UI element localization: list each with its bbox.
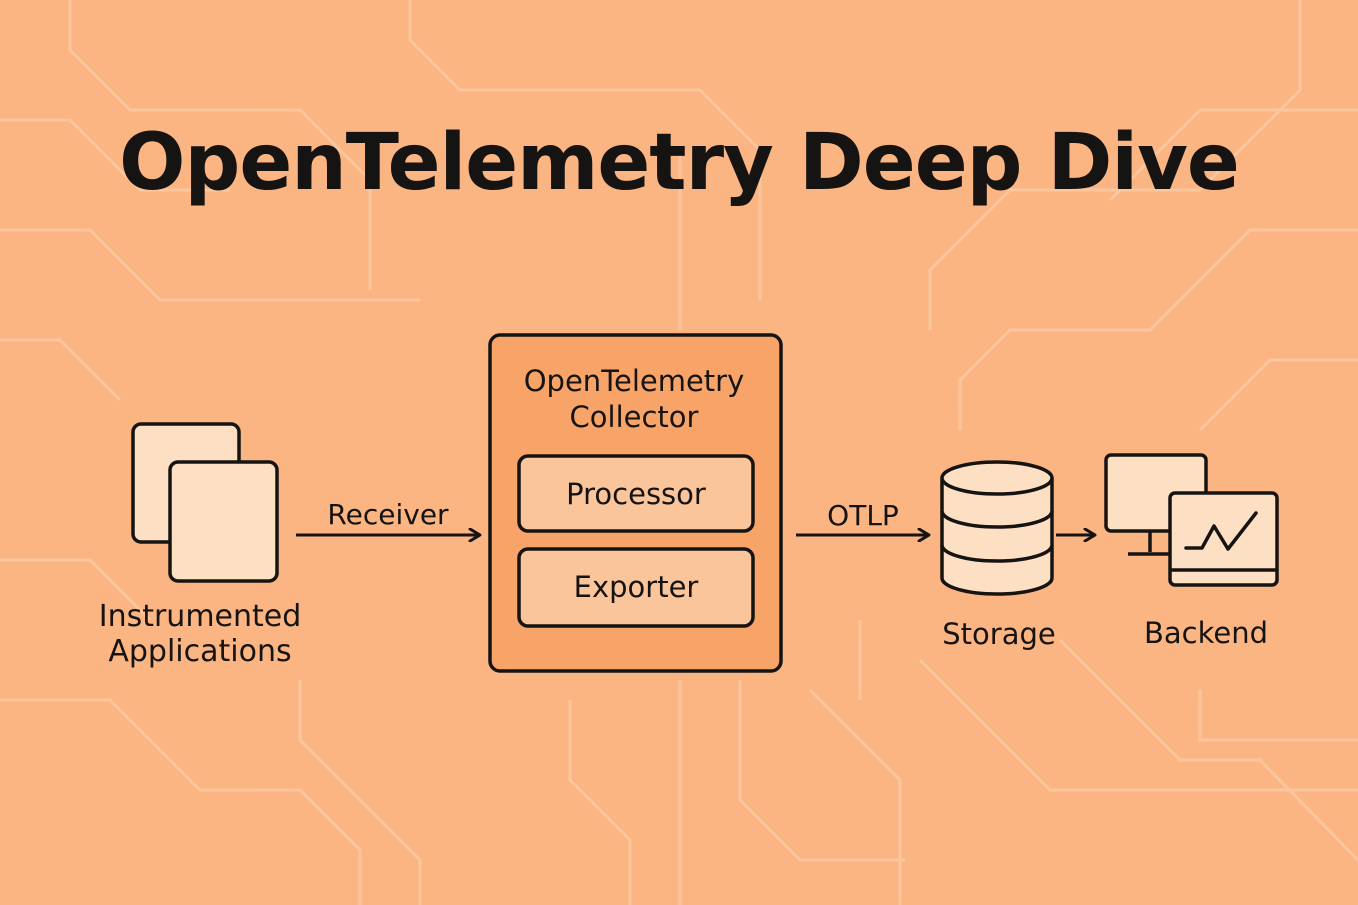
processor-box [517, 454, 755, 533]
apps-label-line1: Instrumented [99, 599, 302, 634]
collector-title-line1: OpenTelemetry [524, 364, 745, 398]
exporter-label: Exporter [574, 570, 699, 604]
stacked-documents-icon [131, 422, 279, 583]
database-icon [940, 460, 1054, 596]
collector-title-line2: Collector [570, 400, 699, 434]
storage-label: Storage [942, 617, 1055, 651]
exporter-box [517, 547, 755, 628]
otlp-label: OTLP [827, 499, 899, 532]
backend-label: Backend [1144, 616, 1268, 650]
apps-label-line2: Applications [108, 634, 291, 669]
monitor-chart-icon [1104, 453, 1279, 587]
processor-label: Processor [566, 477, 706, 511]
diagram-title: OpenTelemetry Deep Dive [119, 118, 1240, 208]
receiver-label: Receiver [327, 498, 449, 531]
